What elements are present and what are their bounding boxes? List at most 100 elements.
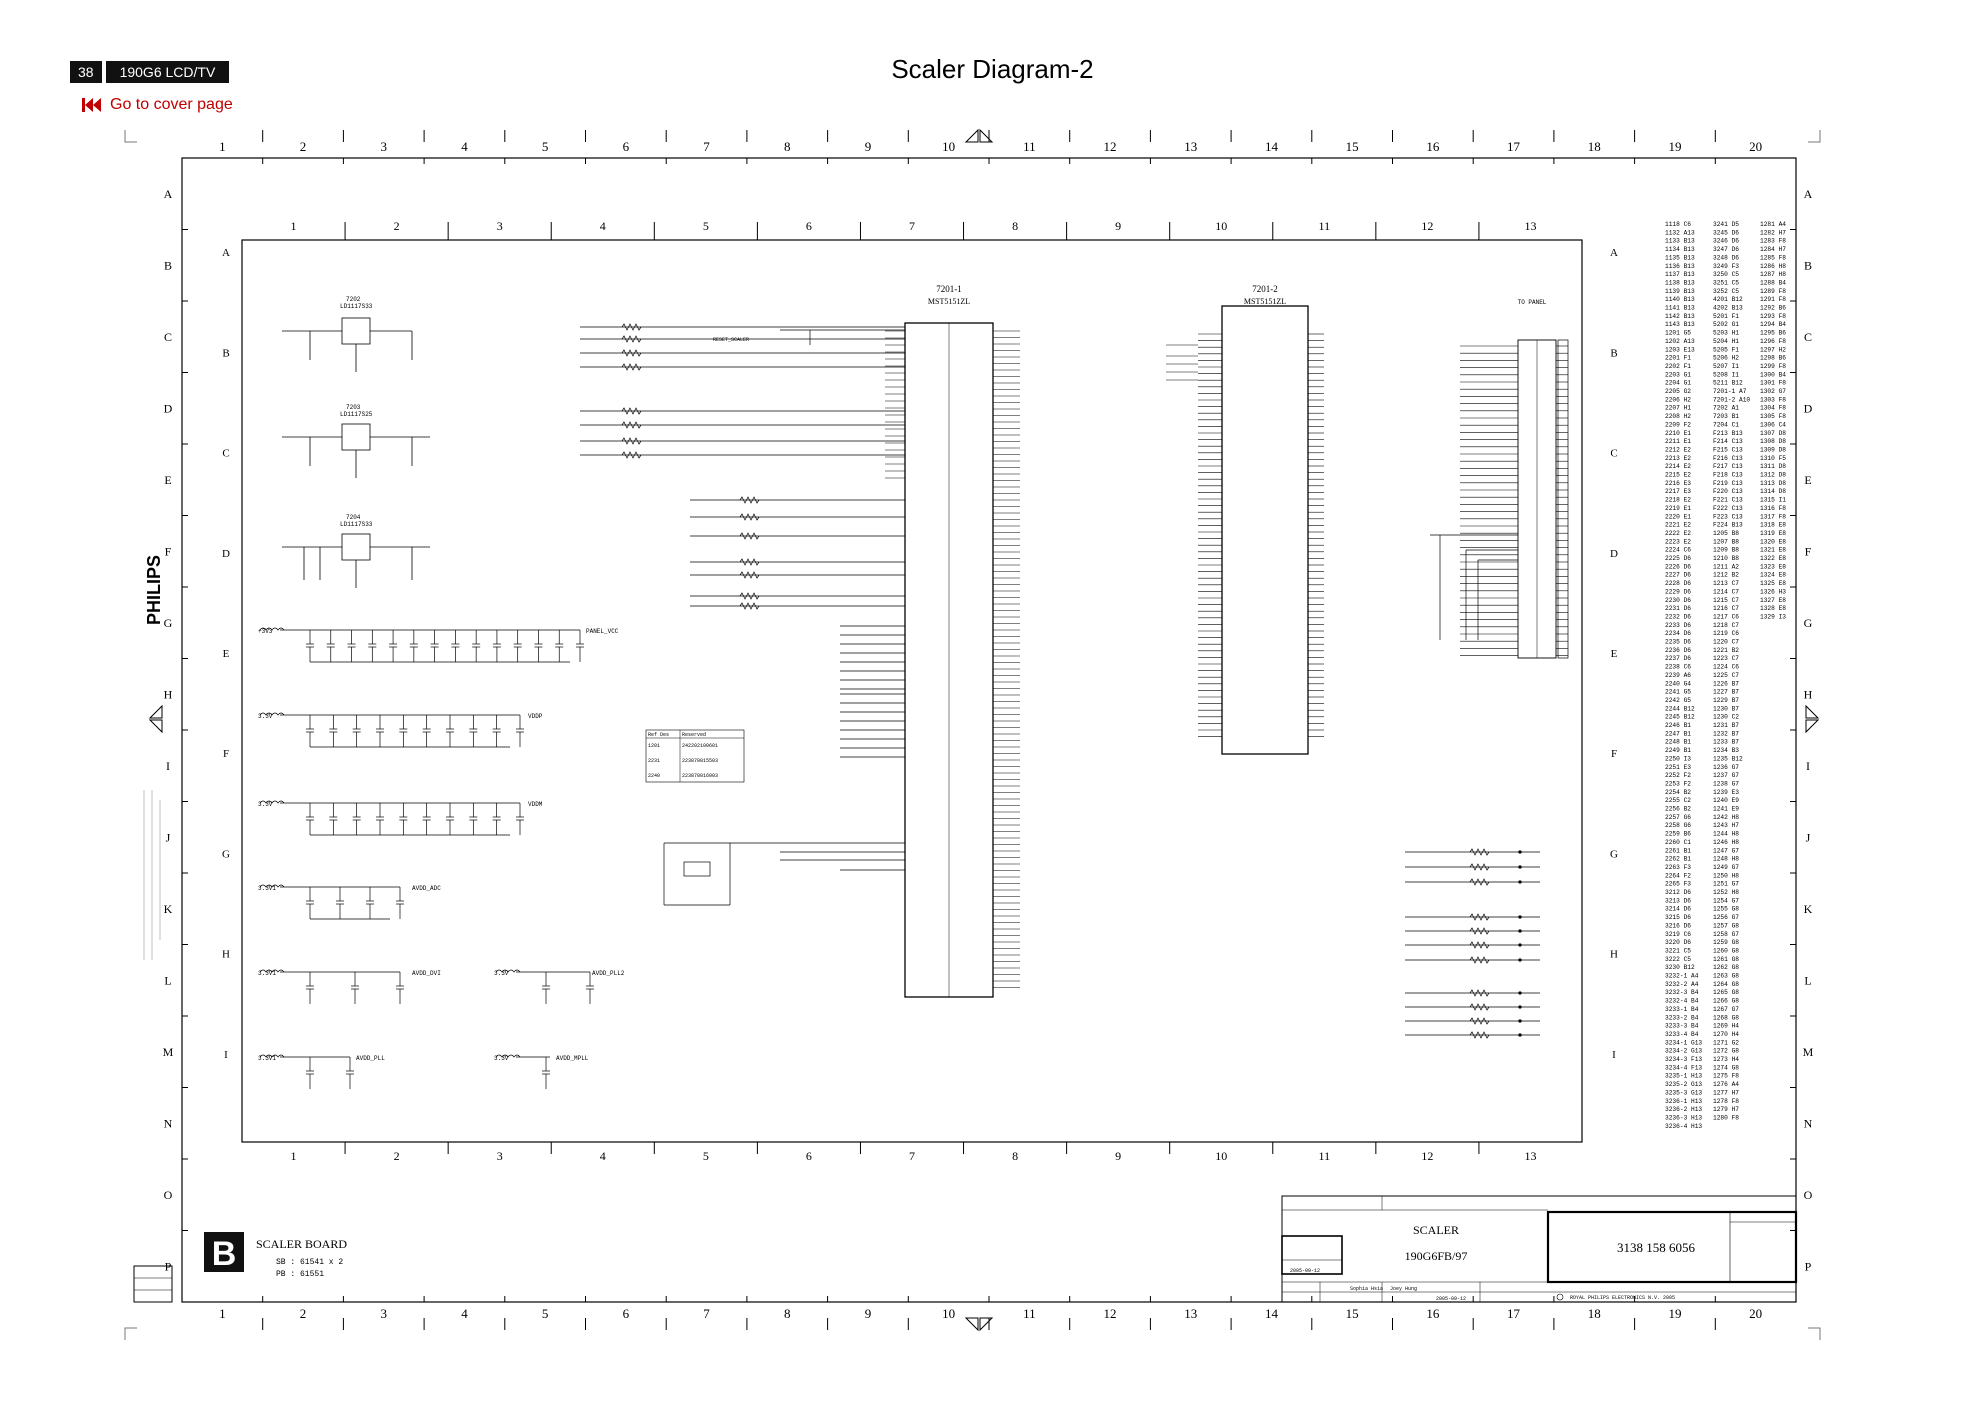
row-label: B [164, 258, 172, 272]
parts-list-entry: 5207 I1 [1713, 363, 1739, 370]
parts-list-entry: 3212 D6 [1665, 889, 1691, 896]
parts-list-entry: 1280 F8 [1713, 1114, 1739, 1121]
page-title: Scaler Diagram-2 [891, 54, 1094, 84]
parts-list-entry: 7203 B1 [1713, 413, 1739, 420]
parts-list-entry: 1308 D8 [1760, 438, 1786, 445]
parts-list-entry: 3222 C5 [1665, 956, 1691, 963]
parts-list-entry: 1217 C6 [1713, 613, 1739, 620]
parts-list-entry: 5208 I1 [1713, 371, 1739, 378]
connector-title: TO PANEL [1518, 299, 1547, 306]
parts-list-entry: 1276 A4 [1713, 1081, 1739, 1088]
column-label: 6 [623, 1306, 630, 1321]
parts-list-entry: 1320 E8 [1760, 538, 1786, 545]
row-label: K [1804, 902, 1813, 916]
parts-list-entry: 1135 B13 [1665, 254, 1695, 261]
parts-list-entry: 1140 B13 [1665, 296, 1695, 303]
parts-list-entry: 2239 A6 [1665, 672, 1691, 679]
parts-list-entry: 1255 G8 [1713, 906, 1739, 913]
parts-list-entry: 2209 F2 [1665, 421, 1691, 428]
parts-list-entry: 1272 G8 [1713, 1048, 1739, 1055]
inner-row-label: D [222, 548, 230, 560]
inner-column-label: 5 [703, 1149, 709, 1163]
inner-column-label: 2 [394, 1149, 400, 1163]
parts-list-entry: 3235-1 H13 [1665, 1073, 1702, 1080]
parts-list-entry: 1251 G7 [1713, 881, 1739, 888]
parts-list-entry: 2226 D6 [1665, 563, 1691, 570]
column-label: 18 [1588, 139, 1601, 154]
parts-list-entry: 2211 E1 [1665, 438, 1691, 445]
row-label: G [1804, 616, 1813, 630]
title-block: SCALER 190G6FB/97 Sophia Hsia Joey Hung … [1281, 1195, 1798, 1303]
inner-row-label: I [1612, 1049, 1616, 1061]
parts-list-entry: 3215 D6 [1665, 914, 1691, 921]
parts-list-entry: 2222 E2 [1665, 530, 1691, 537]
board-sb: SB : 61541 x 2 [276, 1258, 343, 1267]
parts-list-entry: 3252 C5 [1713, 288, 1739, 295]
inner-row-label: C [222, 448, 229, 460]
parts-list-entry: 2253 F2 [1665, 780, 1691, 787]
svg-text:3.3V: 3.3V [258, 801, 273, 808]
title-block-checker: Sophia Hsia [1350, 1286, 1383, 1292]
parts-list-entry: 2262 B1 [1665, 856, 1691, 863]
row-label: I [1806, 759, 1810, 773]
parts-list-entry: 1322 E8 [1760, 555, 1786, 562]
go-to-cover-link[interactable]: Go to cover page [82, 96, 233, 114]
row-label: F [1805, 544, 1812, 558]
parts-list-entry: F222 C13 [1713, 505, 1743, 512]
row-label: K [164, 902, 173, 916]
parts-list-entry: 2261 B1 [1665, 847, 1691, 854]
inner-column-label: 1 [291, 1149, 297, 1163]
inner-column-label: 10 [1215, 1149, 1227, 1163]
parts-list-entry: 2264 F2 [1665, 872, 1691, 879]
title-block-date-small: 2005-09-12 [1290, 1268, 1320, 1274]
parts-list-entry: 2257 G6 [1665, 814, 1691, 821]
parts-list-entry: 1218 C7 [1713, 622, 1739, 629]
row-label: M [1803, 1045, 1814, 1059]
parts-list-entry: F216 C13 [1713, 455, 1743, 462]
row-label: I [166, 759, 170, 773]
row-label: D [164, 401, 173, 415]
parts-list-entry: 3234-4 F13 [1665, 1064, 1702, 1071]
parts-list-entry: 2203 G1 [1665, 371, 1691, 378]
board-pb: PB : 61551 [276, 1270, 324, 1279]
row-label: E [164, 473, 171, 487]
parts-list-entry: 1269 H4 [1713, 1023, 1739, 1030]
parts-list-entry: 2204 G1 [1665, 380, 1691, 387]
parts-list-entry: 7202 A1 [1713, 405, 1739, 412]
parts-list-entry: 1261 G8 [1713, 956, 1739, 963]
parts-list-entry: 2234 D6 [1665, 630, 1691, 637]
ref-cell: 2231 [648, 758, 660, 764]
ref-cell: 1201 [648, 743, 660, 749]
parts-list-entry: 3214 D6 [1665, 906, 1691, 913]
parts-list-entry: 2265 F3 [1665, 881, 1691, 888]
panel-vcc-net: PANEL_VCC [586, 628, 619, 635]
inner-row-label: E [1611, 648, 1618, 660]
column-label: 13 [1184, 139, 1197, 154]
parts-list-entry: F215 C13 [1713, 446, 1743, 453]
svg-text:LD1117S33: LD1117S33 [340, 521, 373, 528]
parts-list-entry: 5203 H1 [1713, 330, 1739, 337]
parts-list-entry: 1215 C7 [1713, 597, 1739, 604]
parts-list-entry: 3233-4 B4 [1665, 1031, 1699, 1038]
column-label: 17 [1507, 139, 1521, 154]
parts-list-entry: 1142 B13 [1665, 313, 1695, 320]
column-label: 11 [1023, 139, 1036, 154]
parts-list-entry: 2229 D6 [1665, 588, 1691, 595]
row-label: F [165, 544, 172, 558]
parts-list-entry: 1205 B8 [1713, 530, 1739, 537]
parts-list-entry: 2259 B6 [1665, 831, 1691, 838]
parts-list-entry: F214 C13 [1713, 438, 1743, 445]
inner-row-label: A [222, 247, 230, 259]
parts-list-entry: 1310 F5 [1760, 455, 1786, 462]
parts-list-entry: 3234-2 G13 [1665, 1048, 1702, 1055]
parts-list-entry: 3233-1 B4 [1665, 1006, 1699, 1013]
inner-column-label: 3 [497, 219, 503, 233]
parts-list-entry: 1273 H4 [1713, 1056, 1739, 1063]
parts-list-entry: 1303 F8 [1760, 396, 1786, 403]
parts-list-entry: F224 B13 [1713, 522, 1743, 529]
chip-1-part: MST5151ZL [928, 297, 970, 306]
parts-list-entry: 3245 D6 [1713, 229, 1739, 236]
copyright-note: ROYAL PHILIPS ELECTRONICS N.V. 2005 [1570, 1295, 1675, 1301]
brand-label: PHILIPS [144, 555, 164, 625]
reset-net: RESET_SCALER [713, 337, 749, 343]
